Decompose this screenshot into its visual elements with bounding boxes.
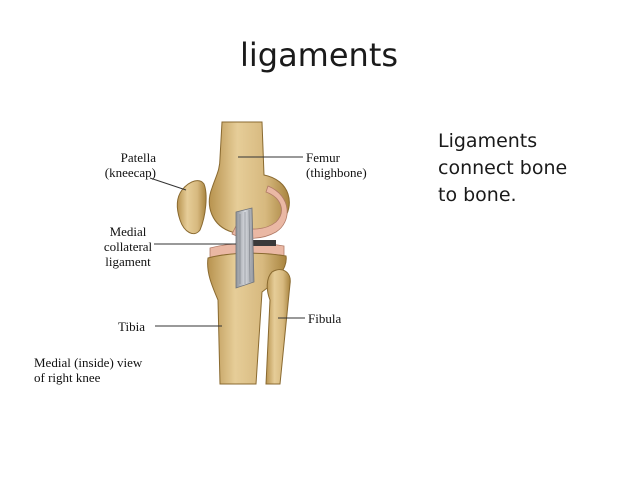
leader-line-patella xyxy=(149,177,187,191)
body-line-1: Ligaments xyxy=(438,130,538,152)
body-line-2: connect bone xyxy=(438,157,568,179)
label-patella: Patella (kneecap) xyxy=(104,150,156,180)
ligament-fiber xyxy=(248,209,251,283)
meniscus-dark xyxy=(248,240,276,246)
label-tibia: Tibia xyxy=(118,319,145,334)
figure-caption: Medial (inside) view of right knee xyxy=(34,355,143,385)
patella-bone xyxy=(176,180,207,235)
body-line-3: to bone. xyxy=(438,184,517,206)
femur-bone xyxy=(208,121,290,236)
label-medial-collateral-ligament: Medial collateral ligament xyxy=(103,224,153,269)
slide-title: ligaments xyxy=(239,36,399,74)
label-fibula: Fibula xyxy=(308,311,342,326)
femur-cartilage xyxy=(231,185,288,239)
label-femur: Femur (thighbone) xyxy=(306,150,367,180)
slide-body-text: Ligaments connect bone to bone. xyxy=(438,128,628,209)
fibula-bone xyxy=(265,269,291,385)
